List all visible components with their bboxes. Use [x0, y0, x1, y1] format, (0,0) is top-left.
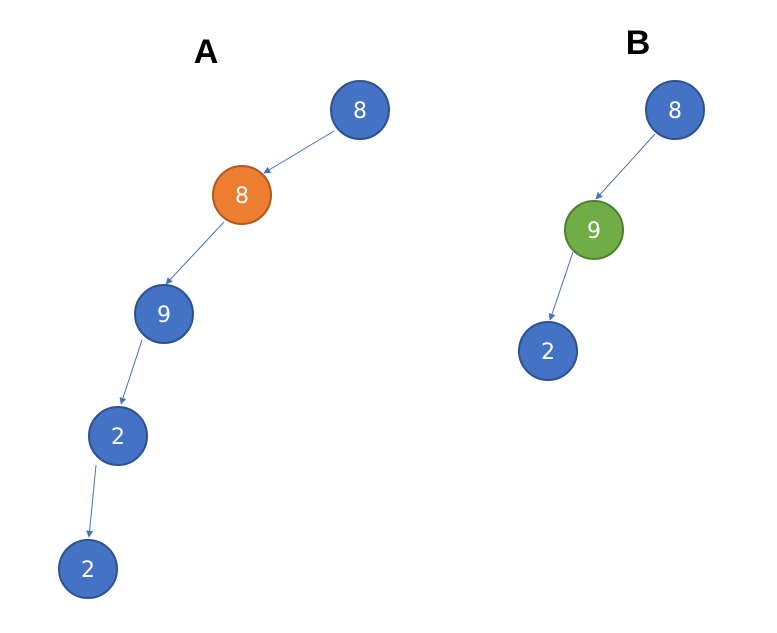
- tree-b: B 8 9 2: [518, 24, 705, 381]
- tree-node: 9: [134, 284, 194, 344]
- tree-node: 8: [645, 80, 705, 140]
- edge-a1-a2: [165, 221, 225, 285]
- edge-b0-b1: [595, 133, 656, 200]
- node-a4-circle: [58, 539, 118, 599]
- node-b1-circle: [564, 200, 624, 260]
- node-a4-label: 2: [81, 558, 95, 583]
- node-a1-circle: [212, 165, 272, 225]
- tree-node: 2: [58, 539, 118, 599]
- tree-node: 8: [212, 165, 272, 225]
- node-b0-label: 8: [668, 99, 682, 124]
- node-a0-label: 8: [353, 99, 367, 124]
- tree-node: 8: [330, 80, 390, 140]
- tree-b-title: B: [626, 24, 651, 62]
- node-b1-label: 9: [587, 219, 601, 244]
- node-b0-circle: [645, 80, 705, 140]
- tree-node: 2: [88, 406, 148, 466]
- node-a0-circle: [330, 80, 390, 140]
- node-a3-circle: [88, 406, 148, 466]
- edge-a0-a1: [263, 130, 335, 174]
- node-a3-label: 2: [111, 425, 125, 450]
- edge-a2-a3: [119, 339, 143, 405]
- node-b2-circle: [518, 321, 578, 381]
- tree-node: 9: [564, 200, 624, 260]
- node-a1-label: 8: [235, 184, 249, 209]
- node-b2-label: 2: [541, 340, 555, 365]
- node-a2-label: 9: [157, 303, 171, 328]
- edge-b1-b2: [548, 251, 574, 321]
- node-a2-circle: [134, 284, 194, 344]
- tree-node: 2: [518, 321, 578, 381]
- tree-a-title: A: [194, 33, 219, 71]
- tree-a: A 8 8 9 2 2: [58, 33, 390, 599]
- edge-a3-a4: [86, 464, 97, 538]
